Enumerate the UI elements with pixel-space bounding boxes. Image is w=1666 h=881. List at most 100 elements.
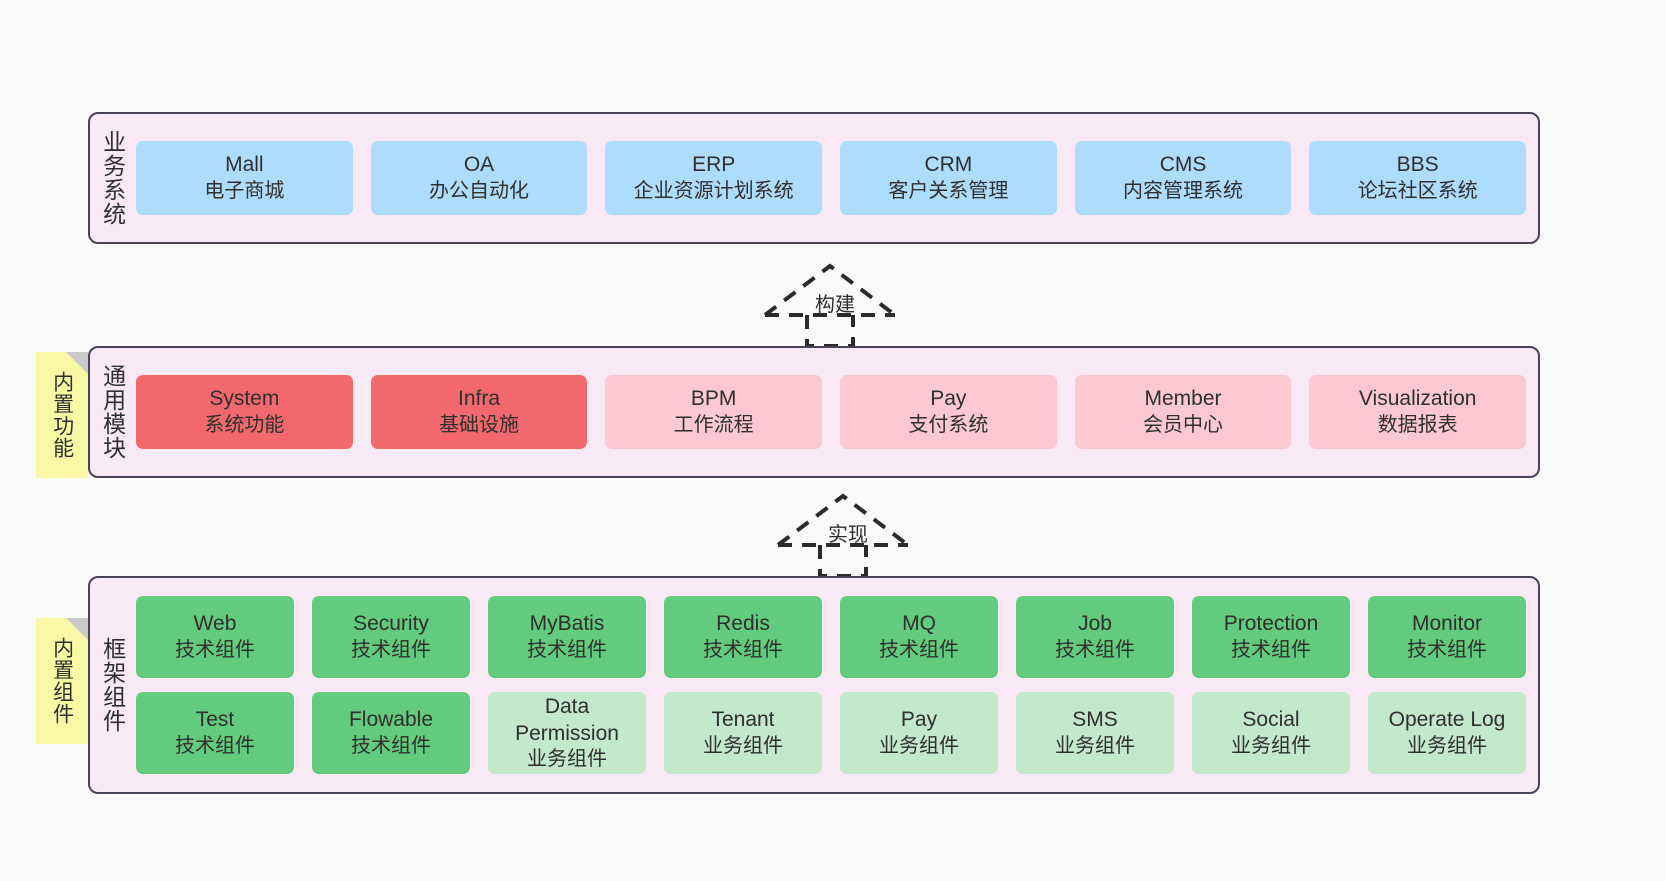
note-fold-icon (66, 618, 88, 640)
card-title: MQ (902, 612, 936, 636)
card-title: Infra (457, 387, 501, 411)
card-title: Redis (716, 612, 770, 636)
card-title: Job (1078, 612, 1112, 636)
card-title: Mall (225, 153, 264, 177)
card-subtitle: 业务组件 (1231, 734, 1311, 757)
sticky-note-builtin-component: 内置组件 (36, 618, 88, 744)
layer-body-business-system: Mall 电子商城 OA 办公自动化 ERP 企业资源计划系统 CRM 客户关系… (134, 114, 1538, 242)
card-subtitle: 业务组件 (1407, 734, 1487, 757)
card-subtitle: 数据报表 (1377, 413, 1458, 436)
card-operate-log[interactable]: Operate Log 业务组件 (1368, 692, 1526, 774)
card-data-permission[interactable]: Data Permission 业务组件 (488, 692, 646, 774)
card-protection[interactable]: Protection 技术组件 (1192, 596, 1350, 678)
card-title: Member (1144, 387, 1222, 411)
card-row: System 系统功能 Infra 基础设施 BPM 工作流程 Pay 支付系统… (136, 375, 1527, 449)
card-subtitle: 技术组件 (1055, 638, 1135, 661)
card-title: Protection (1223, 612, 1319, 636)
layer-title-common-module: 通用模块 (99, 364, 126, 460)
card-subtitle: 办公自动化 (429, 179, 529, 202)
card-subtitle: 内容管理系统 (1123, 179, 1244, 202)
card-title: CMS (1159, 153, 1207, 177)
card-title: BBS (1396, 153, 1439, 177)
connector-build-label: 构建 (815, 294, 855, 316)
card-title: Tenant (711, 708, 775, 732)
card-title: Visualization (1358, 387, 1477, 411)
layer-body-framework-component: Web 技术组件 Security 技术组件 MyBatis 技术组件 Redi… (134, 578, 1538, 792)
card-row: Test 技术组件 Flowable 技术组件 Data Permission … (136, 692, 1526, 774)
card-test[interactable]: Test 技术组件 (136, 692, 294, 774)
card-web[interactable]: Web 技术组件 (136, 596, 294, 678)
card-sms[interactable]: SMS 业务组件 (1016, 692, 1174, 774)
sticky-note-builtin-function: 内置功能 (36, 352, 88, 478)
card-erp[interactable]: ERP 企业资源计划系统 (605, 141, 823, 215)
card-title: Security (353, 612, 429, 636)
card-title: BPM (690, 387, 737, 411)
card-title: CRM (924, 153, 973, 177)
card-mybatis[interactable]: MyBatis 技术组件 (488, 596, 646, 678)
card-visualization[interactable]: Visualization 数据报表 (1309, 375, 1527, 449)
note-fold-icon (66, 352, 88, 374)
card-monitor[interactable]: Monitor 技术组件 (1368, 596, 1526, 678)
card-subtitle: 技术组件 (703, 638, 783, 661)
card-subtitle: 企业资源计划系统 (633, 179, 794, 202)
card-oa[interactable]: OA 办公自动化 (370, 141, 588, 215)
card-title: Monitor (1411, 612, 1483, 636)
card-title: Social (1242, 708, 1300, 732)
card-social[interactable]: Social 业务组件 (1192, 692, 1350, 774)
card-title: Operate Log (1388, 708, 1506, 732)
layer-body-common-module: System 系统功能 Infra 基础设施 BPM 工作流程 Pay 支付系统… (134, 348, 1538, 476)
card-pay-business[interactable]: Pay 业务组件 (840, 692, 998, 774)
card-subtitle: 技术组件 (351, 734, 431, 757)
card-bpm[interactable]: BPM 工作流程 (605, 375, 823, 449)
card-title: Web (193, 612, 237, 636)
card-pay[interactable]: Pay 支付系统 (840, 375, 1057, 449)
card-title: Data Permission (515, 695, 619, 745)
card-row: Mall 电子商城 OA 办公自动化 ERP 企业资源计划系统 CRM 客户关系… (136, 141, 1527, 215)
card-title: Test (195, 708, 235, 732)
card-title: ERP (692, 153, 736, 177)
layer-framework-component[interactable]: 框架组件 Web 技术组件 Security 技术组件 MyBatis 技术组件… (88, 576, 1540, 794)
card-title: Pay (900, 708, 938, 732)
card-infra[interactable]: Infra 基础设施 (370, 375, 588, 449)
card-mall[interactable]: Mall 电子商城 (136, 141, 353, 215)
card-redis[interactable]: Redis 技术组件 (664, 596, 822, 678)
card-subtitle: 技术组件 (527, 638, 607, 661)
card-bbs[interactable]: BBS 论坛社区系统 (1309, 141, 1527, 215)
card-member[interactable]: Member 会员中心 (1074, 375, 1292, 449)
card-title: SMS (1072, 708, 1118, 732)
card-subtitle: 工作流程 (673, 413, 754, 436)
sticky-note-label: 内置功能 (50, 371, 74, 459)
card-subtitle: 技术组件 (175, 734, 255, 757)
card-mq[interactable]: MQ 技术组件 (840, 596, 998, 678)
card-cms[interactable]: CMS 内容管理系统 (1074, 141, 1292, 215)
card-subtitle: 业务组件 (1055, 734, 1135, 757)
card-subtitle: 业务组件 (879, 734, 959, 757)
card-title: OA (463, 153, 495, 177)
card-subtitle: 业务组件 (703, 734, 783, 757)
card-title: System (209, 387, 280, 411)
layer-common-module[interactable]: 通用模块 System 系统功能 Infra 基础设施 BPM 工作流程 Pay… (88, 346, 1540, 478)
card-flowable[interactable]: Flowable 技术组件 (312, 692, 470, 774)
card-crm[interactable]: CRM 客户关系管理 (840, 141, 1057, 215)
card-subtitle: 会员中心 (1143, 413, 1224, 436)
layer-title-business-system: 业务系统 (99, 130, 126, 226)
card-subtitle: 业务组件 (527, 747, 607, 770)
card-subtitle: 技术组件 (175, 638, 255, 661)
card-title: Flowable (348, 708, 434, 732)
card-tenant[interactable]: Tenant 业务组件 (664, 692, 822, 774)
card-subtitle: 技术组件 (879, 638, 959, 661)
card-subtitle: 论坛社区系统 (1357, 179, 1478, 202)
connector-implement-label: 实现 (828, 524, 868, 546)
card-subtitle: 系统功能 (204, 413, 285, 436)
card-security[interactable]: Security 技术组件 (312, 596, 470, 678)
card-subtitle: 技术组件 (1407, 638, 1487, 661)
card-job[interactable]: Job 技术组件 (1016, 596, 1174, 678)
card-subtitle: 支付系统 (908, 413, 989, 436)
card-title: MyBatis (529, 612, 605, 636)
card-subtitle: 技术组件 (1231, 638, 1311, 661)
card-subtitle: 技术组件 (351, 638, 431, 661)
card-subtitle: 基础设施 (439, 413, 519, 436)
card-system[interactable]: System 系统功能 (136, 375, 353, 449)
layer-business-system[interactable]: 业务系统 Mall 电子商城 OA 办公自动化 ERP 企业资源计划系统 CRM… (88, 112, 1540, 244)
